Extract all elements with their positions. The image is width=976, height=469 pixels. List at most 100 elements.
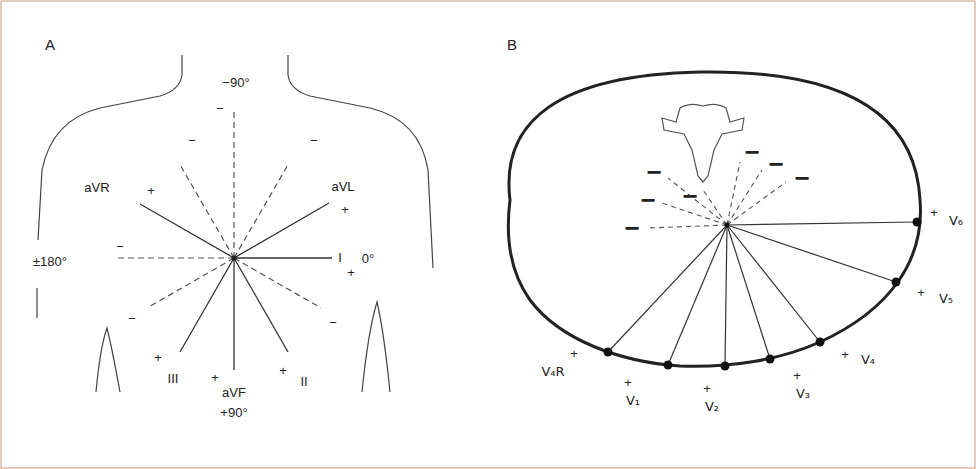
lead-or-angle-label: I bbox=[337, 251, 343, 264]
negative-axis-lines bbox=[648, 162, 786, 228]
positive-pole-sign-text: + bbox=[929, 205, 939, 220]
lead-or-angle-label-text: aVR bbox=[83, 180, 110, 195]
precordial-lead-name: V₆ bbox=[948, 214, 964, 227]
negative-pole-sign: − bbox=[115, 240, 125, 253]
negative-pole-mark: − bbox=[645, 159, 662, 185]
vertebra bbox=[662, 104, 744, 182]
precordial-lead-name: V₃ bbox=[795, 387, 811, 400]
positive-pole-sign: + bbox=[840, 348, 850, 361]
lead-or-angle-label: ±180° bbox=[32, 255, 68, 268]
precordial-lead-name-text: V₆ bbox=[948, 213, 964, 228]
axis-center bbox=[232, 256, 237, 261]
precordial-lead-name-text: V₁ bbox=[625, 393, 641, 408]
lead-or-angle-label-text: ±180° bbox=[32, 254, 68, 269]
panel-letter-text: A bbox=[44, 36, 56, 53]
lead-or-angle-label-text: aVF bbox=[221, 385, 247, 400]
lead-or-angle-label: II bbox=[299, 375, 308, 388]
lead-or-angle-label: aVL bbox=[330, 180, 355, 193]
precordial-lead-name-text: V₅ bbox=[938, 291, 954, 306]
positive-pole-sign-text: + bbox=[146, 183, 156, 198]
positive-pole-sign-text: + bbox=[916, 285, 926, 300]
lead-or-angle-label-text: I bbox=[337, 250, 343, 265]
panel-letter-text: B bbox=[506, 36, 518, 53]
positive-pole-sign-text: + bbox=[623, 375, 633, 390]
chest-cross-section bbox=[508, 72, 920, 366]
lead-or-angle-label-text: +90° bbox=[219, 405, 248, 420]
positive-pole-sign: + bbox=[702, 382, 712, 395]
positive-pole-sign-text: + bbox=[702, 381, 712, 396]
positive-pole-sign: + bbox=[623, 376, 633, 389]
negative-pole-sign: − bbox=[215, 102, 225, 115]
precordial-lead-name: V₄R bbox=[540, 365, 565, 378]
negative-pole-mark: − bbox=[639, 187, 656, 213]
negative-pole-sign: − bbox=[187, 134, 197, 147]
negative-pole-mark: − bbox=[767, 151, 784, 177]
negative-pole-sign: − bbox=[328, 316, 338, 329]
negative-pole-sign-text: − bbox=[309, 133, 319, 148]
positive-pole-sign-text: + bbox=[840, 347, 850, 362]
precordial-lead-name: V₂ bbox=[704, 400, 720, 413]
negative-pole-mark-text: − bbox=[743, 137, 760, 167]
negative-axis-lines bbox=[115, 112, 321, 308]
positive-pole-sign: + bbox=[792, 369, 802, 382]
positive-pole-sign: + bbox=[153, 351, 163, 364]
negative-pole-mark-text: − bbox=[767, 149, 784, 179]
negative-pole-mark: − bbox=[681, 183, 698, 209]
positive-pole-sign-text: + bbox=[569, 346, 579, 361]
panel-letter: A bbox=[44, 37, 56, 52]
lead-or-angle-label: 0° bbox=[361, 252, 375, 265]
panel-letter: B bbox=[506, 37, 518, 52]
torso-outline bbox=[37, 55, 433, 392]
negative-pole-sign-text: − bbox=[187, 133, 197, 148]
precordial-lead-name-text: V₄ bbox=[860, 352, 876, 367]
limb-lead-axes bbox=[140, 203, 332, 370]
lead-or-angle-label: −90° bbox=[221, 76, 250, 89]
positive-pole-sign: + bbox=[346, 266, 356, 279]
electrode-dots bbox=[604, 218, 922, 371]
negative-pole-sign: − bbox=[309, 134, 319, 147]
positive-pole-sign-text: + bbox=[340, 202, 350, 217]
lead-or-angle-label: aVF bbox=[221, 386, 247, 399]
precordial-lead-name-text: V₂ bbox=[704, 399, 720, 414]
lead-or-angle-label-text: II bbox=[299, 374, 308, 389]
negative-pole-sign-text: − bbox=[127, 311, 137, 326]
positive-pole-sign-text: + bbox=[792, 368, 802, 383]
negative-pole-mark-text: − bbox=[681, 181, 698, 211]
lead-or-angle-label-text: −90° bbox=[221, 75, 250, 90]
negative-pole-sign-text: − bbox=[115, 239, 125, 254]
negative-pole-sign-text: − bbox=[328, 315, 338, 330]
lead-or-angle-label: aVR bbox=[83, 181, 110, 194]
precordial-lead-name: V₅ bbox=[938, 292, 954, 305]
lead-or-angle-label: +90° bbox=[219, 406, 248, 419]
negative-pole-mark-text: − bbox=[623, 213, 640, 243]
positive-pole-sign: + bbox=[146, 184, 156, 197]
precordial-lead-name-text: V₄R bbox=[540, 364, 565, 379]
lead-or-angle-label-text: aVL bbox=[330, 179, 355, 194]
precordial-lead-name: V₄ bbox=[860, 353, 876, 366]
negative-pole-mark: − bbox=[623, 215, 640, 241]
negative-pole-mark-text: − bbox=[639, 185, 656, 215]
positive-pole-sign: + bbox=[916, 286, 926, 299]
positive-pole-sign-text: + bbox=[346, 265, 356, 280]
precordial-lead-axes bbox=[608, 222, 917, 366]
negative-pole-mark: − bbox=[793, 165, 810, 191]
negative-pole-mark-text: − bbox=[645, 157, 662, 187]
positive-pole-sign: + bbox=[929, 206, 939, 219]
positive-pole-sign: + bbox=[210, 371, 220, 384]
positive-pole-sign: + bbox=[278, 364, 288, 377]
negative-pole-mark-text: − bbox=[793, 163, 810, 193]
positive-pole-sign: + bbox=[569, 347, 579, 360]
positive-pole-sign: + bbox=[340, 203, 350, 216]
precordial-lead-name: V₁ bbox=[625, 394, 641, 407]
positive-pole-sign-text: + bbox=[153, 350, 163, 365]
precordial-lead-name-text: V₃ bbox=[795, 386, 811, 401]
positive-pole-sign-text: + bbox=[278, 363, 288, 378]
positive-pole-sign-text: + bbox=[210, 370, 220, 385]
negative-pole-sign-text: − bbox=[215, 101, 225, 116]
lead-or-angle-label: III bbox=[167, 372, 180, 385]
lead-or-angle-label-text: III bbox=[167, 371, 180, 386]
negative-pole-sign: − bbox=[127, 312, 137, 325]
